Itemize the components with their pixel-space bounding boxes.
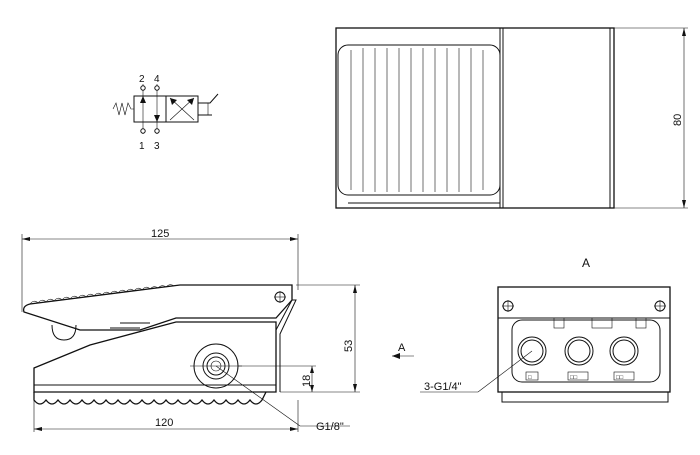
dimension-80: 80 [672,114,684,126]
pedal-profile [22,284,293,331]
port-label: 4 [154,74,160,85]
valve-symbol: 2 4 1 3 [112,74,219,152]
port-icon [517,336,547,366]
arrow-up-icon [140,96,146,103]
thread-label-g18: G1/8" [316,421,344,433]
spring-icon [112,102,134,116]
pedal-actuator-icon [198,93,219,104]
port-label: 1 [139,141,145,152]
port-mark: □ [528,375,532,381]
rubber-sole [33,391,267,405]
port-label: 2 [139,74,145,85]
thread-label-g14: 3-G1/4" [424,381,462,393]
valve-block [511,319,661,383]
front-view-title: A [582,256,590,270]
port-mark: □□ [616,375,624,381]
port-icon [609,336,639,366]
arrow-left-icon [392,353,400,359]
valve-box-right [165,95,199,123]
arrow-down-icon [154,115,160,122]
dimension-18: 18 [301,375,313,387]
top-view: 80 [335,27,688,209]
pedal-ribbed-plate [337,44,501,196]
dimension-53: 53 [343,340,355,352]
dimension-120: 120 [155,417,173,429]
top-view-outline [335,27,615,209]
front-view: A □ □□ □□ 3-G1/4" [420,256,671,403]
port-mark: □□ [570,375,578,381]
side-view: 125 120 5 [21,228,360,433]
port-icon [564,336,594,366]
view-arrow-label: A [398,342,406,354]
view-arrow: A [392,342,414,359]
arrow-diag-icon [187,98,194,105]
base-body [33,321,277,393]
dimension-125: 125 [151,228,169,240]
valve-box-left [133,95,167,123]
arrow-diag-icon [170,98,177,105]
port-label: 3 [154,141,160,152]
